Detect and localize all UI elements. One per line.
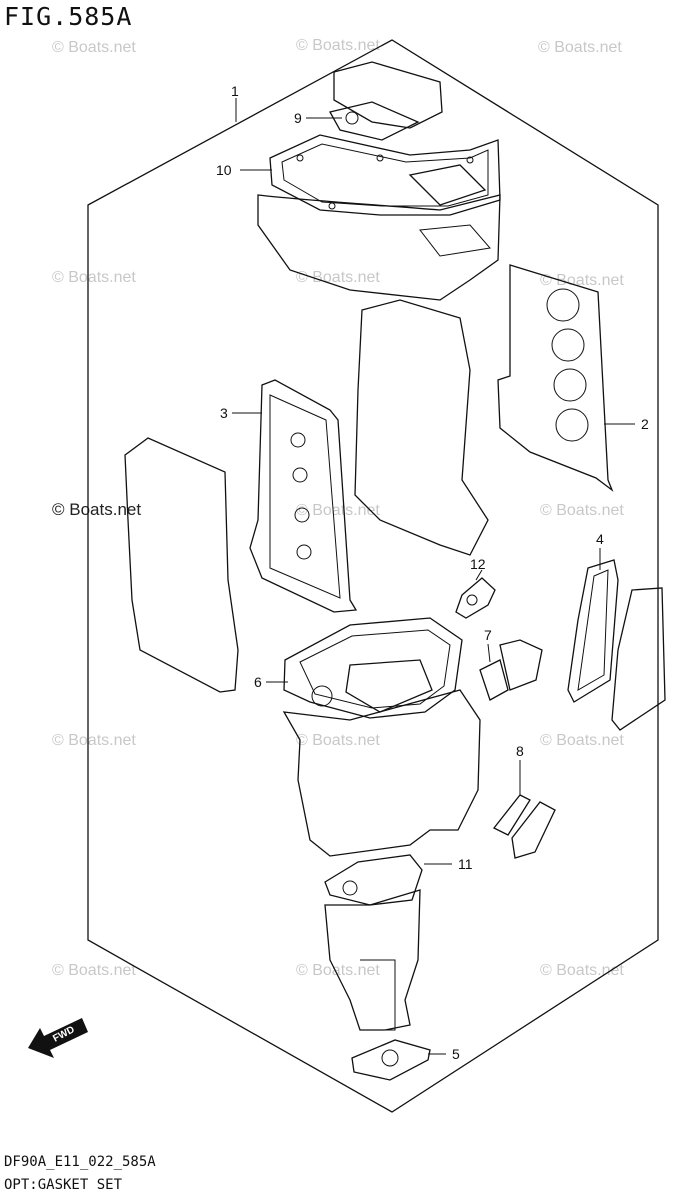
watermark: © Boats.net [52, 962, 136, 979]
watermark-primary: © Boats.net [52, 500, 141, 519]
adapter-body [282, 689, 481, 857]
left-side-plate [124, 437, 239, 693]
watermark: © Boats.net [52, 39, 136, 56]
callout-6: 6 [254, 674, 262, 690]
watermark: © Boats.net [296, 962, 380, 979]
part-12-small-gasket [455, 577, 496, 619]
callouts: 1 2 3 4 5 6 7 8 9 10 11 12 [216, 83, 649, 1062]
right-side-cover [611, 587, 666, 731]
part-11-oil-pan-gasket [324, 854, 423, 906]
watermark: © Boats.net [540, 272, 624, 289]
part-6-adapter-gasket [283, 617, 463, 719]
callout-3: 3 [220, 405, 228, 421]
watermark: © Boats.net [296, 269, 380, 286]
callout-12: 12 [470, 556, 486, 572]
part-5-bottom-gasket [351, 1039, 431, 1081]
callout-11: 11 [458, 856, 473, 872]
part-2-head-gasket [497, 264, 614, 492]
watermark: © Boats.net [540, 502, 624, 519]
part-7-thermostat [479, 639, 543, 701]
kit-boundary [87, 39, 659, 1113]
part-9-cover-gasket [329, 61, 443, 141]
callout-10: 10 [216, 162, 232, 178]
watermark: © Boats.net [540, 732, 624, 749]
part-4-side-gasket [567, 559, 619, 703]
engine-block [354, 299, 489, 556]
diagram-code: DF90A_E11_022_585A [4, 1154, 156, 1170]
callout-5: 5 [452, 1046, 460, 1062]
watermark: © Boats.net [52, 269, 136, 286]
leader-lines [232, 98, 635, 1055]
callout-4: 4 [596, 531, 604, 547]
part-8-small-gasket [492, 794, 556, 859]
cylinder-head-body [257, 194, 501, 301]
diagram-caption: OPT:GASKET SET [4, 1177, 123, 1193]
forward-arrow-icon: FWD [28, 1018, 88, 1058]
callout-1: 1 [231, 83, 239, 99]
watermark: © Boats.net [52, 732, 136, 749]
callout-2: 2 [641, 416, 649, 432]
watermarks: © Boats.net © Boats.net © Boats.net © Bo… [52, 37, 624, 979]
watermark: © Boats.net [296, 732, 380, 749]
watermark: © Boats.net [296, 37, 380, 54]
callout-8: 8 [516, 743, 524, 759]
watermark: © Boats.net [296, 502, 380, 519]
callout-7: 7 [484, 627, 492, 643]
part-3-rocker-gasket [249, 379, 358, 613]
watermark: © Boats.net [538, 39, 622, 56]
figure-title: FIG.585A [4, 2, 133, 31]
callout-9: 9 [294, 110, 302, 126]
oil-pan [324, 889, 421, 1031]
